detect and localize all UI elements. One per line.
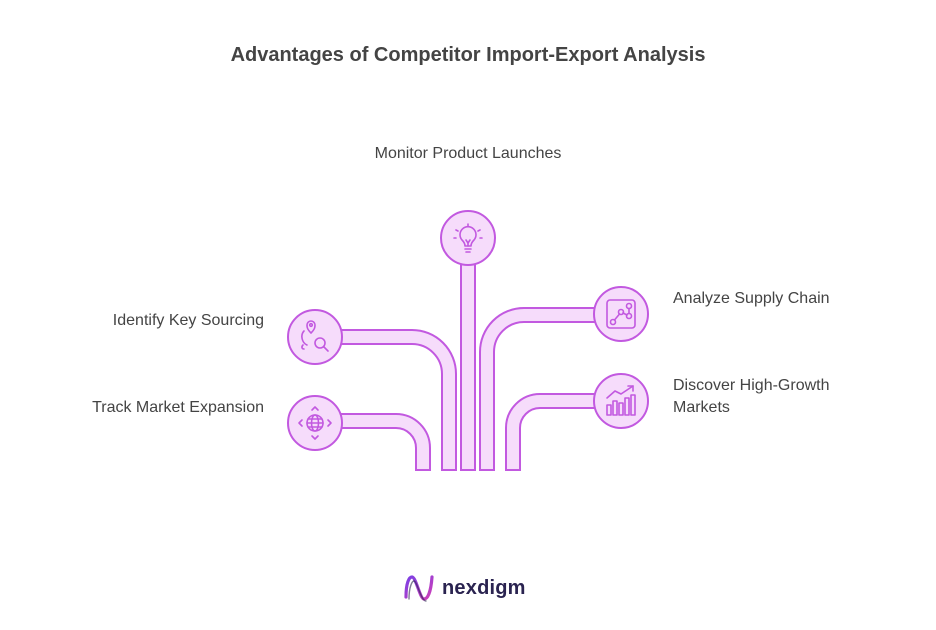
network-nodes-icon: [606, 299, 636, 329]
node-sourcing: [287, 309, 343, 365]
connector-track: [339, 413, 431, 471]
globe-icon: [298, 406, 332, 440]
connector-discover: [505, 393, 597, 471]
brand-name: nexdigm: [442, 576, 526, 599]
label-identify-key-sourcing: Identify Key Sourcing: [112, 312, 264, 329]
node-discover: [593, 373, 649, 429]
label-discover-high-growth-markets: Discover High-Growth Markets: [673, 377, 830, 416]
lightbulb-icon: [453, 223, 483, 253]
connector-sourcing: [339, 329, 457, 471]
label-monitor-product-launches: Monitor Product Launches: [374, 145, 562, 162]
node-monitor: [440, 210, 496, 266]
location-search-icon: [301, 320, 329, 352]
brand-logo: nexdigm: [402, 571, 526, 605]
diagram-title: Advantages of Competitor Import-Export A…: [230, 44, 706, 66]
label-analyze-supply-chain: Analyze Supply Chain: [673, 290, 830, 307]
label-track-market-expansion: Track Market Expansion: [92, 399, 264, 416]
connector-supply: [479, 307, 597, 471]
connector-monitor: [460, 261, 476, 471]
nexdigm-logo-icon: [404, 575, 434, 602]
growth-chart-icon: [606, 385, 636, 416]
